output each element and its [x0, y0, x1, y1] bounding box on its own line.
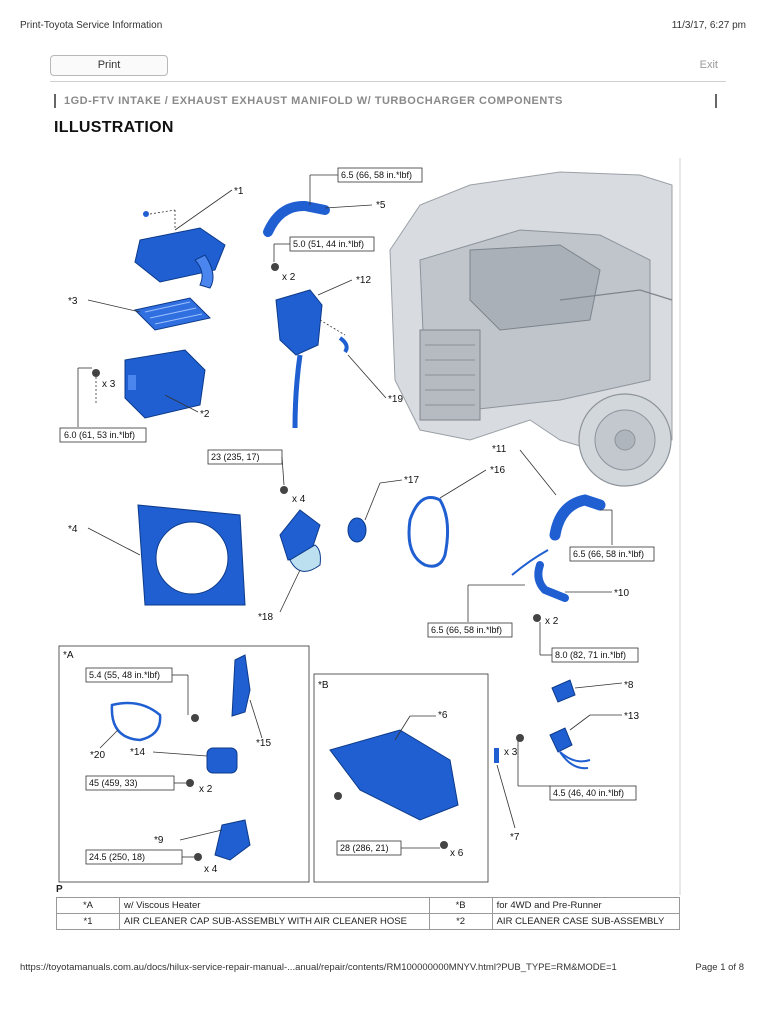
torque-6.0: 6.0 (61, 53 in.*lbf) [64, 430, 135, 440]
torque-4.5: 4.5 (46, 40 in.*lbf) [553, 788, 624, 798]
torque-6.5-b: 6.5 (66, 58 in.*lbf) [573, 549, 644, 559]
toolbar-divider [50, 81, 726, 82]
legend-table: *A w/ Viscous Heater *B for 4WD and Pre-… [56, 897, 681, 930]
callout-9: *9 [154, 835, 164, 846]
part-8 [551, 679, 576, 703]
callout-b: *B [318, 680, 329, 691]
callout-15: *15 [256, 738, 271, 749]
callout-18: *18 [258, 612, 273, 623]
part-reservoir [275, 289, 349, 429]
part-7 [494, 748, 499, 763]
part-hose-10 [534, 561, 569, 602]
part-20 [110, 701, 162, 742]
callout-3: *3 [68, 296, 78, 307]
callout-5: *5 [376, 200, 386, 211]
part-air-cleaner-cap [134, 211, 226, 289]
part-air-cleaner-case [124, 349, 206, 419]
print-button[interactable]: Print [50, 55, 168, 76]
callout-2: *2 [200, 409, 210, 420]
exit-link[interactable]: Exit [699, 59, 718, 71]
legend-key: *1 [56, 913, 120, 930]
qty-x4-fan: x 4 [292, 494, 306, 505]
callout-a: *A [63, 650, 74, 661]
page-number: Page 1 of 8 [695, 962, 744, 973]
legend-value: for 4WD and Pre-Runner [491, 897, 681, 914]
part-15 [231, 654, 251, 717]
part-fan-shroud [137, 504, 246, 606]
callout-12: *12 [356, 275, 371, 286]
qty-x6-b: x 6 [450, 848, 464, 859]
part-9 [214, 819, 251, 861]
breadcrumb: 1GD-FTV INTAKE / EXHAUST EXHAUST MANIFOL… [64, 95, 563, 107]
legend-value: AIR CLEANER CAP SUB-ASSEMBLY WITH AIR CL… [119, 913, 430, 930]
page-title: ILLUSTRATION [54, 119, 174, 136]
group-box-a [58, 645, 310, 883]
page-url: https://toyotamanuals.com.au/docs/hilux-… [20, 962, 617, 973]
callout-6: *6 [438, 710, 448, 721]
browser-print-title: Print-Toyota Service Information [20, 20, 163, 31]
part-13 [549, 727, 591, 770]
part-cooling-fan [279, 509, 321, 572]
qty-x3-13: x 3 [504, 747, 518, 758]
torque-45: 45 (459, 33) [89, 778, 138, 788]
torque-6.5-a: 6.5 (66, 58 in.*lbf) [341, 170, 412, 180]
engine-bay-image [389, 171, 673, 487]
callout-14: *14 [130, 747, 145, 758]
callout-11: *11 [492, 444, 507, 455]
breadcrumb-right-bar [715, 94, 717, 108]
part-14 [206, 747, 238, 774]
legend-value: w/ Viscous Heater [119, 897, 430, 914]
qty-x2-reservoir: x 2 [282, 272, 296, 283]
print-datetime: 11/3/17, 6:27 pm [671, 20, 746, 31]
callout-1: *1 [234, 186, 244, 197]
callout-4: *4 [68, 524, 78, 535]
part-intake-hose [263, 201, 330, 237]
torque-5.0: 5.0 (51, 44 in.*lbf) [293, 239, 364, 249]
legend-key: *2 [428, 913, 493, 930]
part-hose-11 [549, 494, 606, 541]
callout-13: *13 [624, 711, 639, 722]
illustration-code: P [56, 884, 63, 895]
table-row: *A w/ Viscous Heater *B for 4WD and Pre-… [56, 897, 681, 914]
callout-17: *17 [404, 475, 419, 486]
legend-key: *B [428, 897, 493, 914]
qty-x4-a: x 4 [204, 864, 218, 875]
callout-16: *16 [490, 465, 505, 476]
legend-key: *A [56, 897, 120, 914]
qty-x3-case: x 3 [102, 379, 116, 390]
torque-23: 23 (235, 17) [211, 452, 260, 462]
breadcrumb-left-bar [54, 94, 56, 108]
torque-6.5-c: 6.5 (66, 58 in.*lbf) [431, 625, 502, 635]
callout-8: *8 [624, 680, 634, 691]
qty-x2-hose: x 2 [545, 616, 559, 627]
callout-19: *19 [388, 394, 403, 405]
part-skid-plate [329, 729, 459, 821]
legend-value: AIR CLEANER CASE SUB-ASSEMBLY [491, 913, 681, 930]
group-box-b [313, 673, 489, 883]
part-pulley [347, 517, 367, 543]
callout-10: *10 [614, 588, 629, 599]
callout-20: *20 [90, 750, 105, 761]
torque-5.4: 5.4 (55, 48 in.*lbf) [89, 670, 160, 680]
part-air-filter [133, 297, 212, 331]
callout-7: *7 [510, 832, 520, 843]
part-v-belt [407, 496, 450, 568]
table-row: *1 AIR CLEANER CAP SUB-ASSEMBLY WITH AIR… [56, 913, 681, 930]
qty-x2-a: x 2 [199, 784, 213, 795]
torque-28: 28 (286, 21) [340, 843, 389, 853]
torque-8.0: 8.0 (82, 71 in.*lbf) [555, 650, 626, 660]
torque-24.5: 24.5 (250, 18) [89, 852, 145, 862]
